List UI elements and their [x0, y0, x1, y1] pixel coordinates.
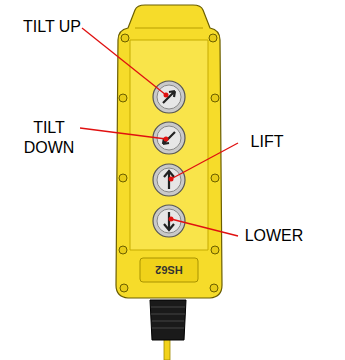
control-label: LIFT: [242, 132, 292, 152]
control-label: TILT DOWN: [18, 118, 80, 158]
control-label: LOWER: [242, 226, 306, 246]
buttons: [153, 81, 185, 237]
cable-gland: [150, 300, 186, 340]
cap-seam: [135, 28, 203, 29]
model-number: HS62: [144, 264, 194, 276]
button-panel: [130, 40, 208, 250]
pendant-housing: [116, 5, 222, 298]
label-plate: [140, 258, 198, 282]
control-label: TILT UP: [22, 17, 82, 37]
leader-lines: [80, 28, 238, 236]
gland-ridges: [151, 307, 185, 328]
screws: [119, 34, 219, 292]
